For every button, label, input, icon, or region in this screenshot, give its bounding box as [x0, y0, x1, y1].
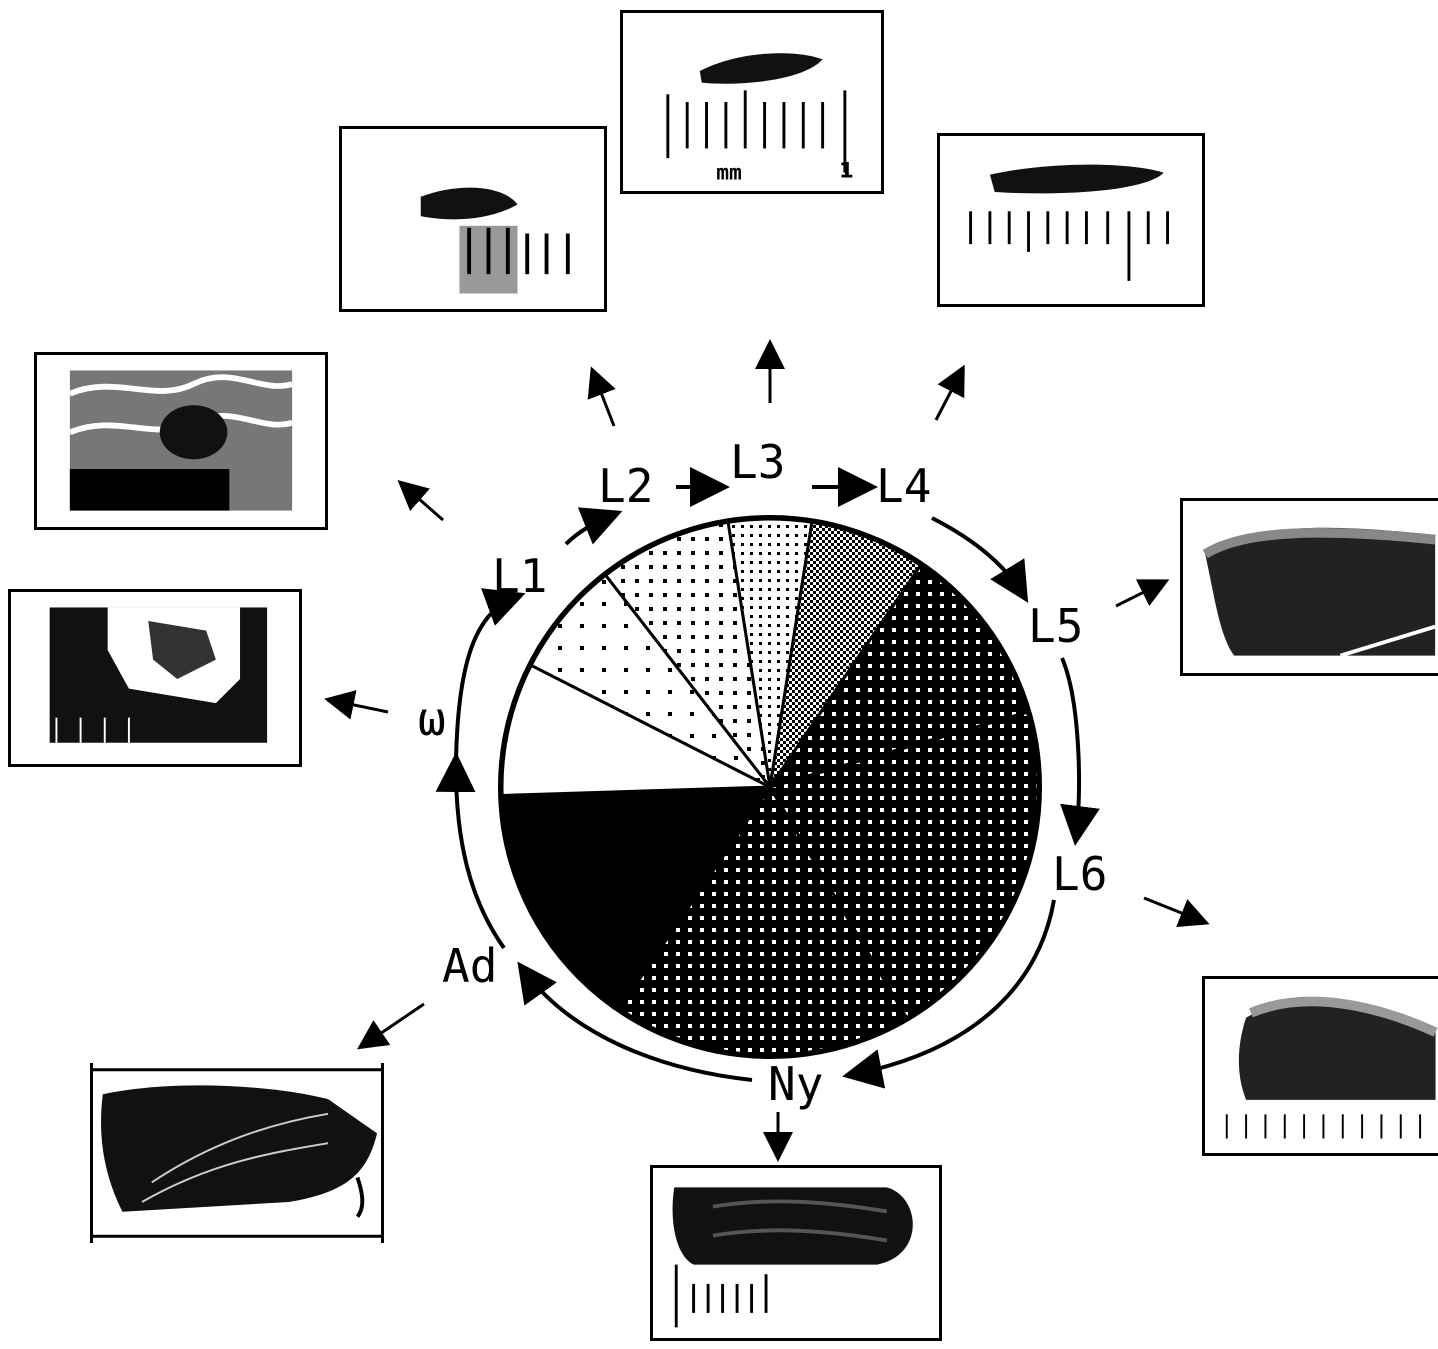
stage-label-l5: L5: [1028, 599, 1083, 653]
stage-label-nymph: Ny: [768, 1057, 823, 1111]
photo-l6-specimen: [1202, 976, 1438, 1156]
photo-l1-specimen: [34, 352, 328, 530]
arrow-egg-to-l1: [454, 588, 526, 763]
photo-l5-specimen: [1180, 498, 1438, 676]
pie-slice-l5: [766, 563, 1030, 790]
photo-pointer-arrows: [324, 339, 1210, 1162]
cycle-arrows: [435, 467, 1100, 1089]
photo-egg-specimen: [8, 589, 302, 767]
arrow-l6-to-ny: [842, 899, 1056, 1089]
photo-adult-specimen: [90, 1063, 384, 1243]
stage-label-adult: Ad: [442, 939, 497, 993]
arrow-ad-to-egg: [435, 752, 506, 950]
arrow-l5-to-l6: [1060, 657, 1100, 846]
pie-slice-ad: [500, 785, 773, 1011]
scale-unit-label: mm: [716, 160, 742, 185]
pie-outline: [498, 515, 1042, 1059]
stage-label-l1: L1: [492, 549, 547, 603]
stage-label-l2: L2: [598, 459, 653, 513]
arrow-l1-to-l2: [564, 507, 623, 546]
arrow-ny-to-ad: [517, 961, 753, 1082]
pie-slice-l2: [603, 520, 772, 788]
stage-label-l6: L6: [1052, 847, 1107, 901]
stage-duration-pie: [500, 517, 1040, 1057]
stage-label-l4: L4: [876, 459, 931, 513]
scale-mark-label: 1: [839, 158, 854, 183]
arrow-l4-to-l5: [931, 516, 1029, 603]
photo-nymph-specimen: [650, 1165, 942, 1341]
pie-slice-l1: [529, 573, 772, 789]
pie-slice-l4: [768, 520, 923, 788]
photo-l4-specimen: [937, 133, 1205, 307]
photo-l3-specimen: mm 1: [620, 10, 884, 194]
pie-slice-ny: [617, 784, 909, 1057]
stage-label-egg: ω: [418, 692, 446, 746]
stage-label-l3: L3: [730, 435, 785, 489]
pie-slice-ω: [500, 663, 771, 797]
photo-l2-specimen: [339, 126, 607, 312]
